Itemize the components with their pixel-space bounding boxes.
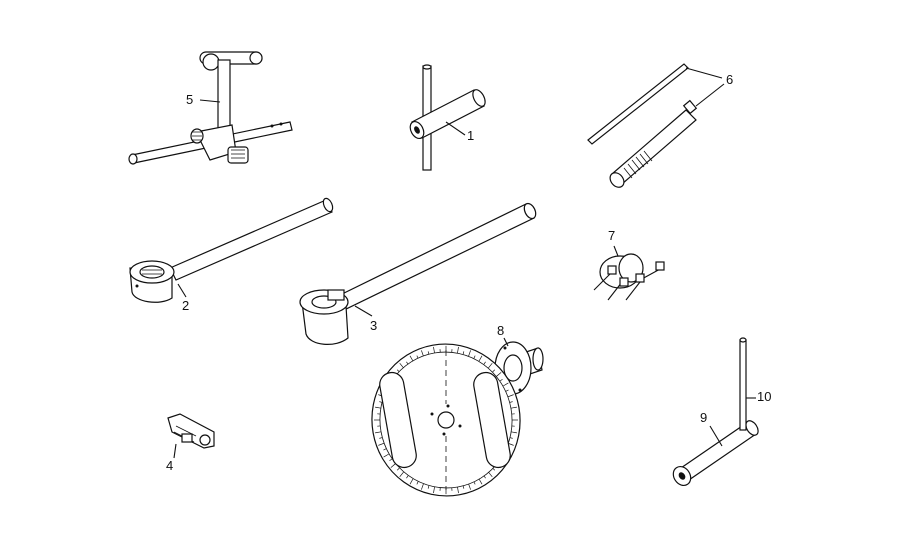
wheel-tick (406, 475, 409, 479)
wheel-tick (462, 485, 465, 489)
wheel-tick (473, 355, 476, 359)
wheel-tick (383, 453, 390, 458)
wheel-tick (507, 394, 514, 398)
wheel-tick (396, 369, 400, 373)
part-8-hub-adaptor (494, 337, 544, 395)
wheel-tick (379, 401, 383, 403)
wheel-tick (409, 478, 414, 485)
wheel-tick (507, 442, 514, 446)
wheel-tick (375, 431, 382, 434)
wheel-tick (509, 437, 513, 439)
callout-1: 1 (467, 128, 474, 143)
callout-9: 9 (700, 410, 707, 425)
wheel-tick (433, 486, 435, 494)
wheel-tick (492, 467, 496, 471)
part-7-flange-puller (593, 245, 665, 301)
wheel-tick (510, 431, 517, 434)
wheel-tick (483, 361, 486, 365)
wheel-tick (416, 355, 419, 359)
callout-6: 6 (726, 72, 733, 87)
callout-8: 8 (497, 323, 504, 338)
wheel-tick (390, 463, 396, 468)
part-10-tommy-bar (739, 337, 756, 431)
wheel-tick (478, 355, 483, 362)
part-3-ring-spanner-long (299, 202, 537, 345)
wheel-tick (416, 481, 419, 485)
wheel-tick (496, 372, 502, 377)
wheel-tick (483, 475, 486, 479)
wheel-tick (462, 351, 465, 355)
callout-4: 4 (166, 458, 173, 473)
wheel-tick (383, 448, 387, 451)
callout-10: 10 (757, 389, 771, 404)
part-5-tbar-tool (128, 51, 293, 165)
wheel-tick (473, 481, 476, 485)
callout-7: 7 (608, 228, 615, 243)
degree-wheel (371, 343, 521, 497)
wheel-tick (421, 350, 424, 357)
wheel-tick (468, 350, 471, 357)
wheel-tick (468, 483, 471, 490)
wheel-tick (427, 485, 430, 489)
wheel-tick (427, 351, 430, 355)
wheel-tick (478, 478, 483, 485)
part-4-slotted-plate (167, 413, 215, 459)
wheel-tick (510, 406, 517, 409)
wheel-tick (502, 382, 509, 387)
wheel-tick (399, 362, 404, 369)
part-9-box-spanner (672, 420, 759, 487)
wheel-tick (396, 467, 400, 471)
wheel-tick (509, 401, 513, 403)
wheel-tick (375, 406, 382, 409)
wheel-tick (457, 486, 459, 494)
wheel-tick (433, 346, 435, 354)
wheel-tick (406, 361, 409, 365)
wheel-tick (399, 471, 404, 478)
wheel-tick (421, 483, 424, 490)
wheel-tick (492, 369, 496, 373)
part-6-drift-pair (587, 63, 725, 188)
wheel-tick (409, 355, 414, 362)
callout-2: 2 (182, 298, 189, 313)
callout-5: 5 (186, 92, 193, 107)
wheel-tick (488, 362, 493, 369)
wheel-tick (457, 346, 459, 354)
wheel-tick (505, 389, 509, 392)
part-1-tube-socket (409, 64, 486, 171)
callout-3: 3 (370, 318, 377, 333)
wheel-tick (379, 437, 383, 439)
wheel-tick (488, 471, 493, 478)
wheel-tick (389, 458, 393, 462)
wheel-tick (499, 378, 503, 382)
wheel-tick (378, 442, 385, 446)
part-2-ring-spanner (129, 197, 334, 303)
